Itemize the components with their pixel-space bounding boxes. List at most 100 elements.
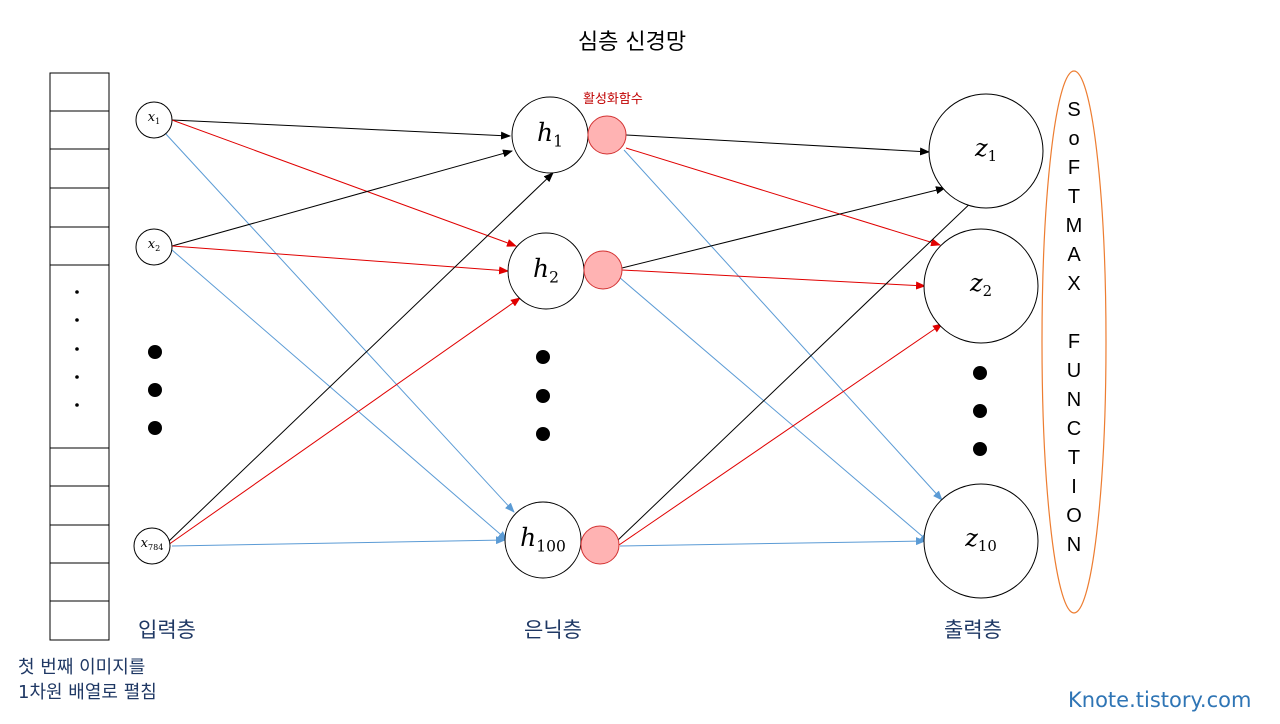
output-node-z2 (923, 228, 1039, 344)
vector-ellipsis-dot (75, 318, 79, 322)
node-index: 1 (987, 147, 998, 166)
hidden-node-h100 (504, 501, 582, 579)
hidden-node-label-h1: h1 (512, 118, 588, 150)
vector-outline (49, 72, 110, 641)
edge-h1-z10 (623, 149, 943, 501)
softmax-letter: C (1066, 418, 1082, 440)
input-node-x1 (135, 101, 173, 139)
edge-h100-z10 (619, 537, 926, 547)
node-symbol: x (140, 536, 148, 551)
node-index: 10 (977, 537, 997, 556)
hidden-ellipsis-dot (536, 389, 550, 403)
edge-h100-z1 (617, 196, 978, 541)
hidden-nodes (504, 96, 627, 579)
edge-x2-h2 (171, 245, 509, 275)
output-layer-label: 출력층 (944, 618, 1002, 642)
output-ellipsis-dot (973, 366, 987, 380)
softmax-letter: X (1067, 273, 1081, 295)
softmax-letter: I (1071, 476, 1077, 498)
edge-h1-z1 (625, 134, 930, 156)
node-index: 2 (549, 268, 559, 287)
output-ellipsis-dot (973, 442, 987, 456)
hidden-ellipsis-dot (536, 350, 550, 364)
input-node-x784 (133, 527, 171, 565)
input-ellipsis-dot (148, 345, 162, 359)
vector-ellipsis-dot (75, 375, 79, 379)
flatten-caption: 첫 번째 이미지를 1차원 배열로 펼침 (18, 655, 258, 705)
input-node-label-x1: x1 (136, 110, 172, 126)
output-node-z1 (928, 93, 1044, 209)
output-node-z10 (923, 483, 1039, 599)
watermark: Knote.tistory.com (1068, 688, 1252, 712)
input-node-label-x2: x2 (136, 237, 172, 253)
node-symbol: x (147, 110, 156, 125)
edge-x1-h2 (171, 119, 517, 247)
vector-ellipsis-dot (75, 347, 79, 351)
node-index: 1 (155, 116, 161, 126)
edge-h2-z2 (621, 269, 926, 290)
softmax-letter: S (1067, 99, 1081, 121)
input-node-x2 (135, 228, 173, 266)
node-symbol: z (965, 524, 978, 552)
edge-x2-h100 (171, 249, 508, 541)
node-symbol: z (969, 269, 983, 297)
softmax-function-label: S o F T M A X F U N C T I O N (1062, 96, 1086, 560)
softmax-letter: U (1066, 360, 1082, 382)
node-symbol: h (533, 254, 550, 283)
caption-line: 첫 번째 이미지를 (18, 657, 146, 678)
softmax-letter: A (1067, 244, 1081, 266)
edge-x784-h100 (171, 536, 506, 547)
node-index: 100 (536, 537, 566, 556)
input-nodes (133, 101, 173, 565)
vector-ellipsis-dot (75, 290, 79, 294)
output-node-label-z10: z10 (936, 524, 1026, 555)
edge-x2-h1 (171, 149, 513, 247)
activation-node (583, 250, 623, 290)
hidden-node-label-h100: h100 (503, 523, 583, 555)
softmax-letter: T (1067, 447, 1081, 469)
activation-node (580, 525, 620, 565)
input-ellipsis-dot (148, 421, 162, 435)
output-node-label-z2: z2 (941, 269, 1021, 300)
softmax-letter: N (1066, 389, 1082, 411)
node-index: 2 (155, 243, 161, 253)
node-index: 2 (982, 282, 993, 301)
hidden-node-label-h2: h2 (508, 254, 584, 286)
output-node-label-z1: z1 (946, 134, 1026, 165)
softmax-letter: N (1066, 534, 1082, 556)
input-layer-label: 입력층 (138, 618, 196, 642)
edge-h1-z2 (625, 147, 941, 247)
output-ellipsis-dot (973, 404, 987, 418)
diagram-title: 심층 신경망 (577, 30, 687, 55)
softmax-letter: o (1068, 128, 1080, 150)
node-symbol: h (520, 523, 537, 552)
activation-node (587, 115, 627, 155)
output-nodes (923, 93, 1044, 599)
caption-line: 1차원 배열로 펼침 (18, 682, 157, 703)
node-symbol: h (537, 118, 554, 147)
softmax-letter: F (1067, 157, 1081, 179)
softmax-ellipse (1041, 70, 1107, 614)
node-symbol: x (147, 237, 156, 252)
softmax-letter: M (1065, 215, 1083, 237)
edge-h100-z2 (618, 323, 943, 546)
edge-x1-h1 (171, 119, 511, 140)
node-index: 1 (553, 132, 563, 151)
vector-ellipsis-dot (75, 403, 79, 407)
input-node-label-x784: x784 (130, 536, 174, 552)
edge-h2-z1 (621, 186, 946, 269)
softmax-letter-gap (1062, 299, 1086, 328)
edges-input-to-hidden (164, 119, 554, 547)
edge-x784-h2 (167, 297, 521, 546)
softmax-letter: F (1067, 331, 1081, 353)
input-vector-column (49, 72, 110, 641)
node-index: 784 (147, 542, 164, 552)
node-symbol: z (974, 134, 988, 162)
softmax-letter: O (1066, 505, 1082, 527)
softmax-letter: T (1067, 186, 1081, 208)
input-ellipsis-dot (148, 383, 162, 397)
edges-hidden-to-output (617, 134, 978, 547)
edge-h2-z10 (618, 276, 930, 543)
